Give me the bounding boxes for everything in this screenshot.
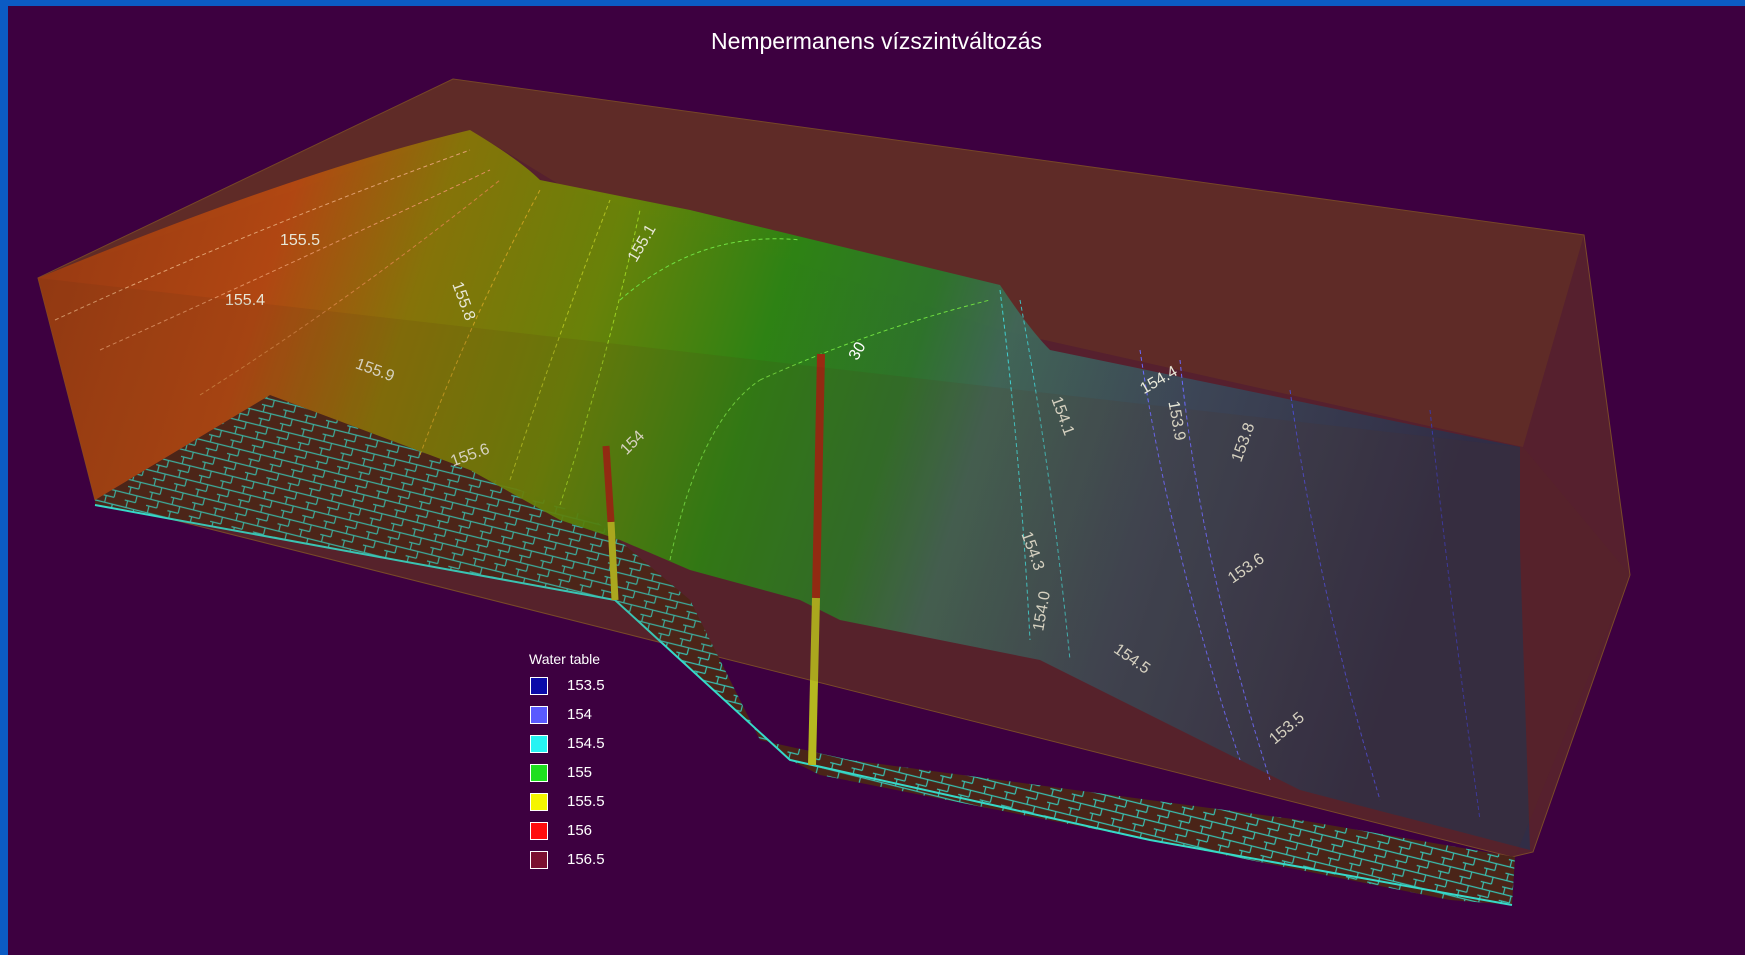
- well-2: [808, 353, 825, 766]
- legend-swatch: [530, 763, 548, 782]
- legend-swatch: [530, 792, 548, 811]
- legend-item: 154: [529, 700, 605, 729]
- legend-swatch: [530, 734, 548, 753]
- legend-item: 155.5: [529, 787, 605, 816]
- legend-label: 155: [567, 764, 593, 781]
- model-box-front: [38, 278, 1630, 857]
- legend-item: 155: [529, 758, 605, 787]
- legend-label: 154.5: [567, 735, 605, 752]
- legend: Water table 153.5 154 154.5 155 155.5 15…: [529, 651, 605, 874]
- legend-item: 156.5: [529, 845, 605, 874]
- contour-label: 153.9: [1164, 400, 1188, 442]
- legend-label: 155.5: [567, 793, 605, 810]
- grid-front-edge: [94, 504, 1513, 906]
- legend-label: 154: [567, 706, 593, 723]
- legend-label: 156: [567, 822, 593, 839]
- contour-label: 155.5: [280, 232, 320, 249]
- legend-swatch: [530, 821, 548, 840]
- water-table-surface: [38, 130, 1530, 850]
- plot-area: 155.5 155.4 155.8 155.9 155.6 155.1 154 …: [8, 6, 1745, 955]
- aquifer-grid-lines: [95, 395, 1515, 905]
- well-1: [602, 445, 619, 601]
- legend-swatch: [530, 705, 548, 724]
- legend-item: 154.5: [529, 729, 605, 758]
- legend-label: 153.5: [567, 677, 605, 694]
- water-table-3d-scene: 155.5 155.4 155.8 155.9 155.6 155.1 154 …: [37, 78, 1631, 906]
- legend-title: Water table: [529, 651, 601, 667]
- well-label: 30: [846, 339, 870, 363]
- legend-item: 156: [529, 816, 605, 845]
- legend-item: 153.5: [529, 671, 605, 700]
- legend-swatch: [530, 676, 548, 695]
- legend-label: 156.5: [567, 851, 605, 868]
- contour-label: 155.4: [225, 292, 265, 309]
- chart-title: Nempermanens vízszintváltozás: [710, 28, 1043, 54]
- legend-swatch: [530, 850, 548, 869]
- contour-label: 154.0: [1030, 590, 1054, 632]
- contour-lines: [54, 149, 1481, 821]
